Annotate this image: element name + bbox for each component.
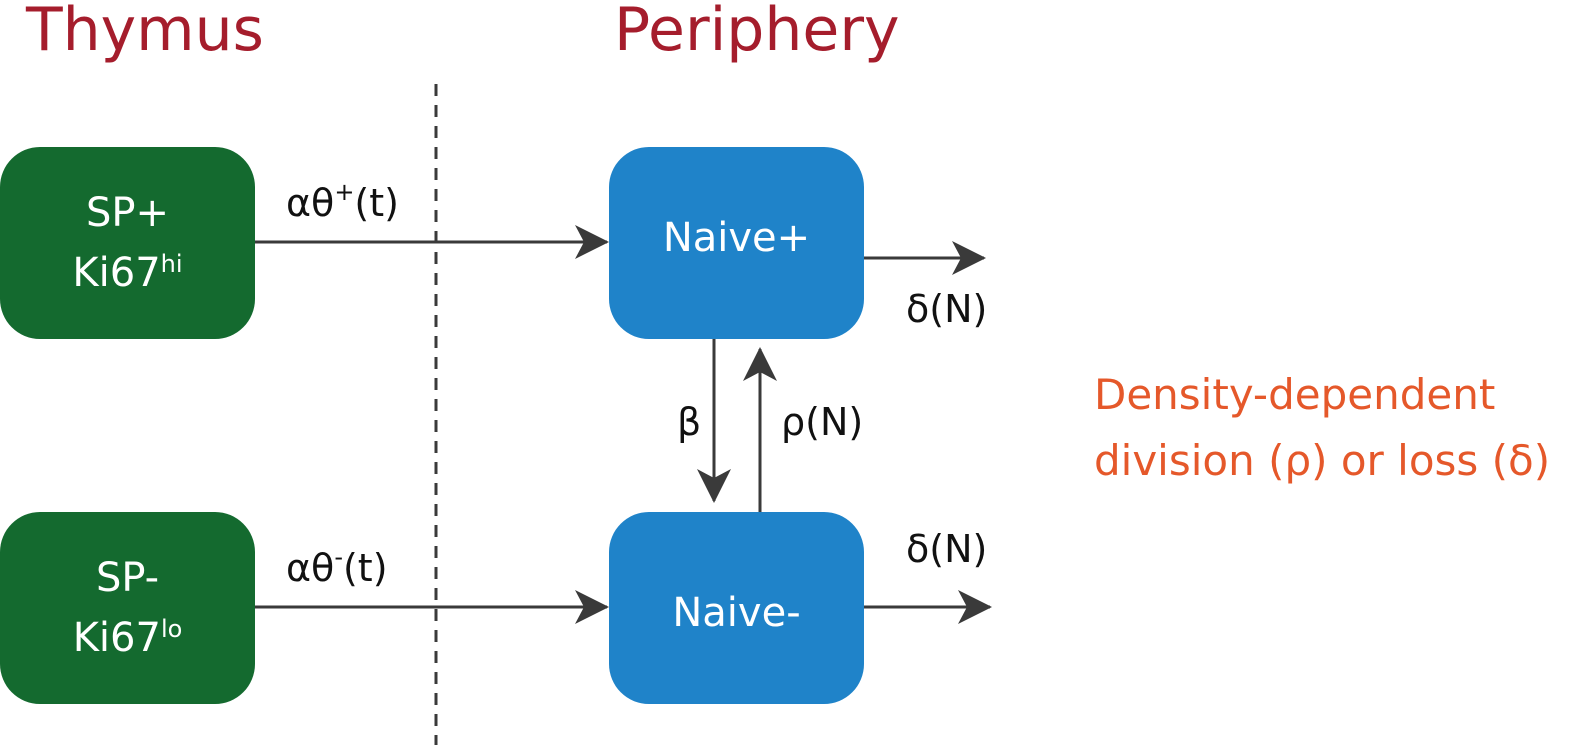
naive-minus-label: Naive- [672,590,801,636]
note-line-1: Density-dependent [1094,370,1496,419]
naive-plus-loss-rate: δ(N) [906,287,988,331]
sp-minus-label: SP- [95,555,160,601]
division-rate-rho: ρ(N) [781,400,864,444]
density-dependence-note: Density-dependent division (ρ) or loss (… [1094,362,1550,493]
sp-minus-node: SP- Ki67lo [0,512,255,704]
naive-plus-label: Naive+ [662,215,811,261]
sp-plus-label: SP+ [85,190,170,236]
naive-minus-node: Naive- [609,512,864,704]
periphery-heading: Periphery [614,0,900,65]
thymic-export-minus-rate: αθ-(t) [286,543,388,590]
sp-plus-node: SP+ Ki67hi [0,147,255,339]
thymic-export-plus-rate: αθ+(t) [286,178,399,225]
conversion-rate-beta: β [677,400,702,444]
note-line-2: division (ρ) or loss (δ) [1094,435,1551,485]
thymus-heading: Thymus [26,0,264,65]
sp-minus-marker: Ki67lo [72,615,183,661]
naive-plus-node: Naive+ [609,147,864,339]
naive-minus-loss-rate: δ(N) [906,527,988,571]
sp-plus-marker: Ki67hi [72,250,183,296]
